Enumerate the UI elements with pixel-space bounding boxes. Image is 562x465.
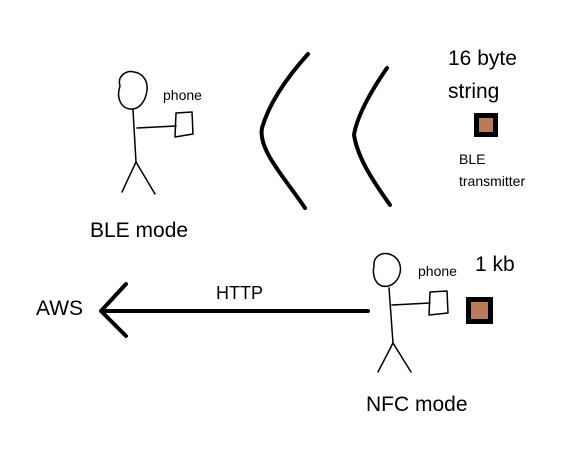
ble-person-head bbox=[117, 70, 148, 110]
http-arrow-head bbox=[99, 282, 128, 338]
http-arrow bbox=[99, 282, 370, 338]
aws-label: AWS bbox=[36, 297, 84, 320]
nfc-phone-icon bbox=[428, 290, 449, 316]
nfc-data-size-label: 1 kb bbox=[475, 253, 515, 276]
nfc-person-arm bbox=[391, 302, 431, 306]
nfc-person-left-leg bbox=[377, 342, 394, 373]
nfc-phone-label: phone bbox=[418, 263, 457, 279]
ble-phone-label: phone bbox=[163, 87, 202, 103]
ble-person-right-leg bbox=[135, 161, 156, 195]
ble-signal-wave-left bbox=[259, 52, 310, 210]
ble-person-body bbox=[132, 109, 137, 163]
nfc-mode-label: NFC mode bbox=[366, 393, 468, 416]
ble-transmitter-label-line2: transmitter bbox=[459, 173, 526, 189]
ble-signal-wave-right bbox=[352, 66, 392, 207]
http-label: HTTP bbox=[216, 283, 263, 303]
ble-transmitter-fill bbox=[479, 118, 493, 132]
nfc-person-right-leg bbox=[392, 342, 412, 373]
ble-person-arm bbox=[136, 125, 177, 129]
nfc-person-body bbox=[388, 287, 394, 344]
ble-person-left-leg bbox=[121, 161, 137, 193]
ble-phone-icon bbox=[174, 111, 194, 138]
nfc-person-head bbox=[372, 252, 402, 288]
ble-transmitter-tag bbox=[474, 113, 498, 137]
ble-person-figure bbox=[117, 70, 177, 195]
ble-mode-label: BLE mode bbox=[90, 219, 189, 242]
nfc-tag-fill bbox=[471, 302, 488, 319]
nfc-tag bbox=[466, 297, 493, 324]
ble-string-size-line1: 16 byte bbox=[448, 47, 517, 70]
ble-transmitter-label-line1: BLE bbox=[459, 151, 486, 167]
ble-string-size-line2: string bbox=[448, 80, 500, 103]
nfc-person-figure bbox=[372, 252, 431, 373]
